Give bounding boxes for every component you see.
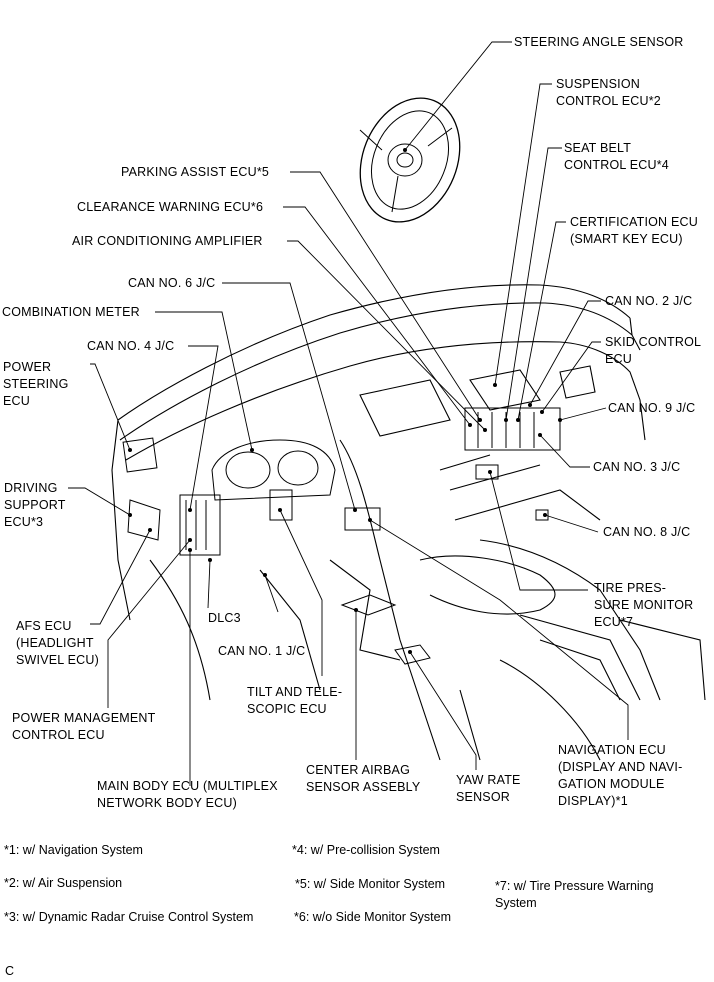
footnote-3: *3: w/ Dynamic Radar Cruise Control Syst…	[4, 910, 254, 924]
footnote-4: *4: w/ Pre-collision System	[292, 843, 440, 857]
label-main-body-ecu: MAIN BODY ECU (MULTIPLEX NETWORK BODY EC…	[97, 779, 278, 810]
combination-meter-drawing	[211, 439, 336, 501]
label-can-no1-jc: CAN NO. 1 J/C	[218, 644, 306, 658]
steering-wheel-drawing	[359, 97, 461, 223]
label-power-steering-ecu: POWER STEERING ECU	[3, 360, 69, 408]
leader-lines	[68, 41, 629, 786]
label-power-management-ecu: POWER MANAGEMENT CONTROL ECU	[12, 711, 156, 742]
label-can-no3-jc: CAN NO. 3 J/C	[593, 460, 681, 474]
label-can-no6-jc: CAN NO. 6 J/C	[128, 276, 216, 290]
label-can-no4-jc: CAN NO. 4 J/C	[87, 339, 175, 353]
label-dlc3: DLC3	[208, 611, 241, 625]
label-steering-angle-sensor: STEERING ANGLE SENSOR	[514, 35, 684, 49]
label-tilt-telescopic-ecu: TILT AND TELE- SCOPIC ECU	[247, 685, 343, 716]
label-navigation-ecu: NAVIGATION ECU (DISPLAY AND NAVI- GATION…	[558, 743, 683, 808]
leader-arrows	[128, 148, 562, 654]
label-air-conditioning-amplifier: AIR CONDITIONING AMPLIFIER	[72, 234, 263, 248]
label-afs-ecu: AFS ECU (HEADLIGHT SWIVEL ECU)	[16, 619, 99, 667]
label-seat-belt-control-ecu: SEAT BELT CONTROL ECU*4	[564, 141, 669, 172]
label-can-no9-jc: CAN NO. 9 J/C	[608, 401, 696, 415]
footnote-6: *6: w/o Side Monitor System	[294, 910, 452, 924]
footnote-5: *5: w/ Side Monitor System	[295, 877, 446, 891]
label-center-airbag-sensor: CENTER AIRBAG SENSOR ASSEBLY	[306, 763, 421, 794]
label-skid-control-ecu: SKID CONTROL ECU	[605, 335, 702, 366]
footnote-1: *1: w/ Navigation System	[4, 843, 143, 857]
label-combination-meter: COMBINATION METER	[2, 305, 140, 319]
footnote-2: *2: w/ Air Suspension	[4, 876, 123, 890]
label-certification-ecu: CERTIFICATION ECU (SMART KEY ECU)	[570, 215, 698, 246]
label-suspension-control-ecu: SUSPENSION CONTROL ECU*2	[556, 77, 661, 108]
label-can-no8-jc: CAN NO. 8 J/C	[603, 525, 691, 539]
label-clearance-warning-ecu: CLEARANCE WARNING ECU*6	[77, 200, 264, 214]
dashboard-drawing	[111, 284, 706, 761]
figure-code: C	[5, 964, 15, 978]
label-can-no2-jc: CAN NO. 2 J/C	[605, 294, 693, 308]
component-shapes	[122, 407, 561, 665]
label-tire-pressure-monitor-ecu: TIRE PRES- SURE MONITOR ECU*7	[594, 581, 694, 629]
label-parking-assist-ecu: PARKING ASSIST ECU*5	[121, 165, 270, 179]
label-driving-support-ecu: DRIVING SUPPORT ECU*3	[4, 481, 66, 529]
label-yaw-rate-sensor: YAW RATE SENSOR	[456, 773, 521, 804]
footnote-7: *7: w/ Tire Pressure Warning System	[495, 879, 654, 910]
